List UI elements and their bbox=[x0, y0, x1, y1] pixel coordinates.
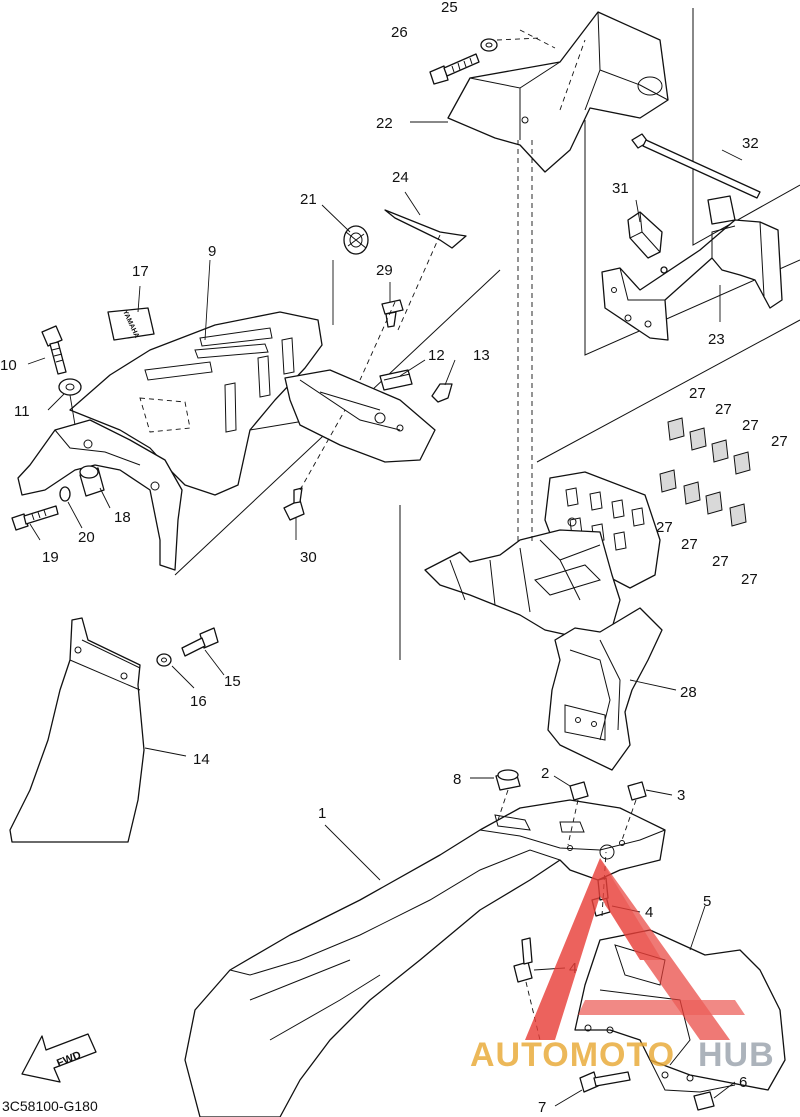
callout-14: 14 bbox=[193, 751, 210, 768]
callout-27f: 27 bbox=[681, 536, 698, 553]
callout-12: 12 bbox=[428, 347, 445, 364]
bolt-26 bbox=[429, 53, 480, 85]
washer-25 bbox=[480, 38, 498, 52]
callout-18: 18 bbox=[114, 509, 131, 526]
clip-31 bbox=[627, 211, 668, 274]
license-bracket bbox=[424, 471, 661, 641]
callout-6: 6 bbox=[739, 1074, 747, 1091]
fender-leaders bbox=[497, 789, 637, 1041]
mount-leaders-b bbox=[517, 140, 533, 545]
watermark-triangle-left bbox=[525, 858, 662, 1040]
license-frame-top bbox=[536, 319, 800, 463]
callout-2: 2 bbox=[541, 765, 549, 782]
rear-bracket-22 bbox=[447, 11, 669, 173]
watermark-suffix: HUB bbox=[698, 1036, 775, 1074]
nut-2 bbox=[569, 781, 589, 801]
callout-27a: 27 bbox=[689, 385, 706, 402]
bolt-19 bbox=[11, 505, 59, 531]
grommet-8 bbox=[495, 769, 521, 791]
screw-30 bbox=[283, 487, 305, 521]
callout-27d: 27 bbox=[771, 433, 788, 450]
callout-4a: 4 bbox=[645, 904, 653, 921]
callout-32: 32 bbox=[742, 135, 759, 152]
side-cover-bracket bbox=[17, 419, 183, 571]
collar-18 bbox=[79, 465, 105, 497]
clip-13 bbox=[431, 383, 453, 403]
callout-27b: 27 bbox=[715, 401, 732, 418]
seat-rail-frame bbox=[692, 8, 800, 246]
callout-1: 1 bbox=[318, 805, 326, 822]
decal-position-17 bbox=[139, 397, 191, 433]
callout-25: 25 bbox=[441, 0, 458, 16]
callout-28: 28 bbox=[680, 684, 697, 701]
watermark-logo: AUTOMOTO HUB bbox=[470, 858, 775, 1074]
strip-24 bbox=[384, 209, 467, 249]
cable-tie-32 bbox=[631, 133, 761, 199]
watermark-prefix: AUTOMOTO bbox=[470, 1036, 675, 1074]
callout-29: 29 bbox=[376, 262, 393, 279]
callout-23: 23 bbox=[708, 331, 725, 348]
leader-11-down bbox=[69, 394, 76, 426]
callout-9: 9 bbox=[208, 243, 216, 260]
nut-6 bbox=[693, 1091, 715, 1111]
bolt-15 bbox=[181, 627, 219, 657]
side-cover-9 bbox=[69, 311, 436, 496]
callout-20: 20 bbox=[78, 529, 95, 546]
watermark-triangle-bar bbox=[578, 1000, 745, 1015]
taillight-bracket-23 bbox=[601, 195, 783, 341]
callout-22: 22 bbox=[376, 115, 393, 132]
callout-3: 3 bbox=[677, 787, 685, 804]
mud-flap-28 bbox=[547, 607, 663, 771]
washer-16 bbox=[156, 653, 172, 667]
grommet-12 bbox=[379, 369, 413, 391]
callout-11: 11 bbox=[14, 403, 30, 420]
washer-20 bbox=[59, 486, 71, 502]
decal-17: YAMAHA bbox=[107, 307, 155, 341]
bolt-4-lower bbox=[513, 937, 533, 983]
callout-26: 26 bbox=[391, 24, 408, 41]
callout-8: 8 bbox=[453, 771, 461, 788]
callout-27e: 27 bbox=[656, 519, 673, 536]
callout-5: 5 bbox=[703, 893, 711, 910]
bolt-7 bbox=[579, 1071, 631, 1093]
grommet-29 bbox=[381, 299, 404, 328]
rear-flap-14 bbox=[9, 617, 145, 843]
callout-7: 7 bbox=[538, 1099, 546, 1116]
callout-10: 10 bbox=[0, 357, 17, 374]
fwd-arrow-icon: FWD bbox=[21, 1033, 97, 1083]
rear-fender-1 bbox=[184, 799, 666, 1117]
callout-30: 30 bbox=[300, 549, 317, 566]
grommet-21 bbox=[343, 225, 369, 255]
bolt-10 bbox=[41, 325, 67, 375]
callout-27g: 27 bbox=[712, 553, 729, 570]
rubber-blocks-27 bbox=[659, 417, 751, 527]
callout-21: 21 bbox=[300, 191, 317, 208]
callout-27h: 27 bbox=[741, 571, 758, 588]
nut-3 bbox=[627, 781, 647, 801]
callout-19: 19 bbox=[42, 549, 59, 566]
callout-17: 17 bbox=[132, 263, 149, 280]
callout-31: 31 bbox=[612, 180, 629, 197]
mount-leaders-a bbox=[299, 234, 441, 491]
watermark-triangle-right bbox=[600, 858, 730, 1040]
callout-27c: 27 bbox=[742, 417, 759, 434]
callout-24: 24 bbox=[392, 169, 409, 186]
washer-11 bbox=[58, 378, 82, 396]
diagram-code: 3C58100-G180 bbox=[2, 1098, 98, 1114]
leader-25 bbox=[496, 37, 541, 41]
callout-leaders bbox=[27, 121, 743, 1107]
callout-13: 13 bbox=[473, 347, 490, 364]
callout-16: 16 bbox=[190, 693, 207, 710]
callout-15: 15 bbox=[224, 673, 241, 690]
taillight-bracket-frame bbox=[584, 120, 800, 356]
